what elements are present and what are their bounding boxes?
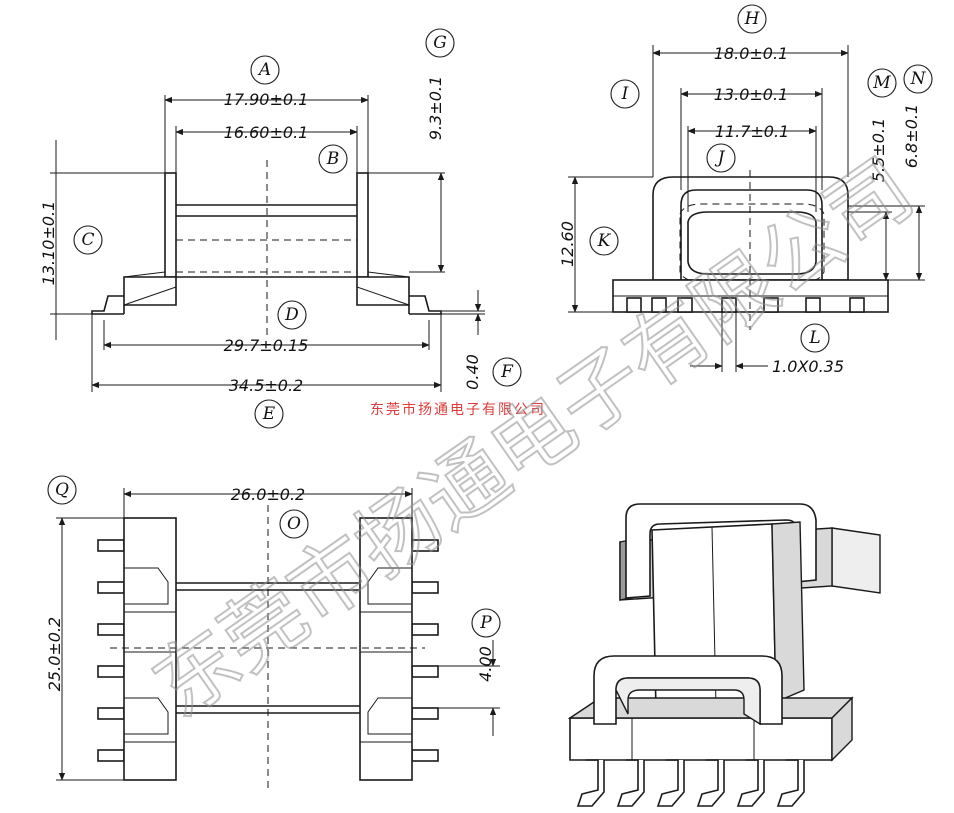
dim-l-text: 1.0X0.35: [772, 357, 844, 376]
side-view: 18.0±0.1 13.0±0.1 11.7±0.1 12.60 5.5±0.1…: [558, 4, 933, 376]
svg-text:K: K: [597, 231, 612, 251]
top-left-pins: [97, 539, 125, 762]
top-left-body: [123, 517, 177, 781]
front-left-flange: [164, 172, 177, 278]
svg-text:F: F: [500, 362, 514, 382]
callout-o: O: [279, 509, 309, 539]
svg-text:E: E: [262, 404, 276, 424]
dim-b-text: 16.60±0.1: [224, 123, 309, 142]
svg-text:C: C: [81, 230, 94, 250]
front-right-flange: [356, 172, 369, 278]
dim-q-text: 26.0±0.2: [231, 485, 305, 504]
callout-i: I: [610, 79, 640, 109]
iso-pins: [576, 759, 805, 807]
dim-d-text: 29.7±0.15: [224, 336, 309, 355]
watermark-large: 东莞市扬通电子有限公司: [137, 141, 930, 736]
callout-d: D: [277, 300, 307, 330]
watermark-small: 东莞市扬通电子有限公司: [370, 401, 546, 418]
dim-m-text: 5.5±0.1: [869, 118, 888, 182]
svg-text:L: L: [808, 328, 820, 348]
callout-e: E: [254, 399, 284, 429]
dim-o-text: 25.0±0.2: [45, 617, 64, 691]
callout-h: H: [737, 4, 767, 34]
front-right-base: [356, 276, 410, 306]
callout-k: K: [589, 226, 619, 256]
callout-q: Q: [47, 475, 77, 505]
svg-text:N: N: [910, 69, 927, 89]
callout-j: J: [706, 143, 736, 173]
callout-f: F: [492, 357, 522, 387]
dim-a-text: 17.90±0.1: [224, 90, 309, 109]
callout-a: A: [250, 55, 280, 85]
svg-text:P: P: [479, 613, 492, 633]
dim-c-text: 13.10±0.1: [39, 201, 58, 286]
callout-p: P: [471, 608, 501, 638]
dim-j-text: 11.7±0.1: [715, 122, 789, 141]
svg-text:H: H: [744, 9, 761, 29]
dim-g-text: 9.3±0.1: [426, 76, 445, 140]
callout-n: N: [903, 64, 933, 94]
svg-text:B: B: [326, 149, 340, 169]
side-outer-flange: [652, 176, 849, 281]
callout-m: M: [867, 68, 897, 98]
isometric-view: [567, 503, 881, 807]
callout-b: B: [318, 144, 348, 174]
svg-text:J: J: [715, 148, 726, 168]
dim-k-text: 12.60: [558, 221, 577, 267]
svg-text:M: M: [872, 73, 891, 93]
callout-c: C: [73, 225, 103, 255]
callout-l: L: [800, 323, 830, 353]
dim-e-text: 34.5±0.2: [229, 376, 303, 395]
dim-i-text: 13.0±0.1: [714, 85, 788, 104]
dim-f-text: 0.40: [463, 354, 482, 390]
svg-text:I: I: [621, 84, 629, 104]
side-pin-slots: [626, 297, 865, 313]
svg-text:O: O: [287, 514, 301, 534]
front-view: 17.90±0.1 16.60±0.1 9.3±0.1 13.10±0.1 29…: [39, 28, 522, 429]
top-view: 26.0±0.2 25.0±0.2 4.00 Q O P: [45, 475, 501, 790]
front-left-base: [123, 276, 177, 306]
svg-text:D: D: [284, 305, 299, 325]
svg-text:A: A: [257, 60, 271, 80]
top-right-body: [359, 517, 413, 781]
callout-g: G: [425, 28, 455, 58]
dim-p-text: 4.00: [476, 646, 495, 682]
dim-h-text: 18.0±0.1: [714, 44, 788, 63]
dim-n-text: 6.8±0.1: [902, 104, 921, 168]
svg-text:Q: Q: [55, 480, 69, 500]
side-core-window: [687, 211, 817, 275]
svg-text:G: G: [433, 33, 447, 53]
